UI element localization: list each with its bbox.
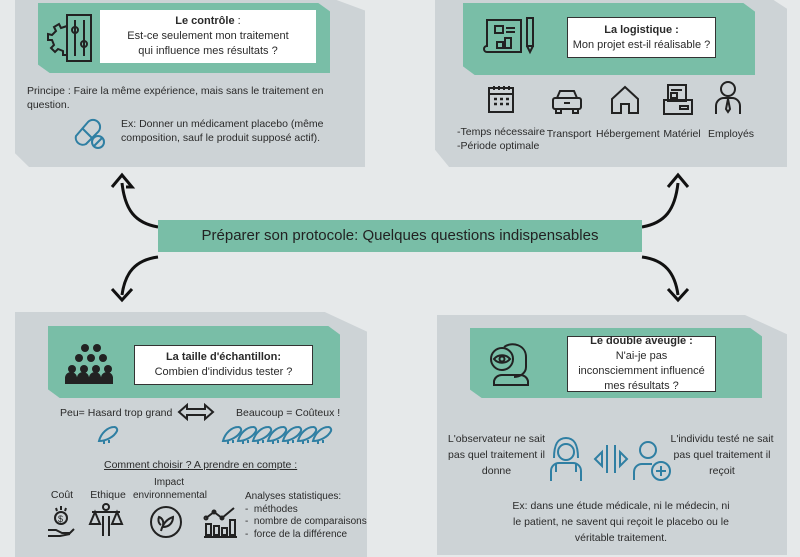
observer-text: L'observateur ne sait pas quel traitemen… xyxy=(447,433,546,477)
blueprint-icon xyxy=(483,14,535,56)
arrow-top-right xyxy=(641,182,680,229)
arrow-bottom-left xyxy=(120,255,159,296)
stats-title: Analyses statistiques: xyxy=(245,491,342,502)
logistique-label-temps: -Temps nécessaire xyxy=(457,126,546,138)
criterion-cout: Coût xyxy=(50,489,74,501)
doctor-icon xyxy=(548,436,584,482)
stats-item-text: force de la différence xyxy=(253,528,348,540)
controle-title: Le contrôle xyxy=(175,15,235,27)
leaf-circle-icon xyxy=(149,505,183,539)
patient-plus-icon xyxy=(632,438,672,482)
logistique-label-employes: Employés xyxy=(707,128,755,140)
controle-question: Est-ce seulement mon traitement qui infl… xyxy=(127,30,289,57)
eye-observer-icon xyxy=(488,341,534,387)
echantillon-title: La taille d'échantillon: xyxy=(165,351,282,363)
house-icon xyxy=(609,84,641,116)
echantillon-question: Combien d'individus tester ? xyxy=(154,366,293,378)
controle-example: Ex: Donner un médicament placebo (même c… xyxy=(121,118,324,144)
money-hand-icon: $ xyxy=(46,504,76,538)
aveugle-question: N'ai-je pas inconsciemment influencé mes… xyxy=(578,350,705,392)
employee-icon xyxy=(713,80,743,116)
choose-heading: Comment choisir ? A prendre en compte : xyxy=(104,459,298,471)
beaucoup-text: Beaucoup = Coûteux ! xyxy=(236,407,341,419)
bird-flock-icon xyxy=(220,423,338,445)
separator-arrows-icon xyxy=(592,442,630,476)
box-icon xyxy=(662,82,694,116)
car-icon xyxy=(550,88,584,116)
stats-chart-icon xyxy=(203,506,237,538)
logistique-label-materiel: Matériel xyxy=(663,128,701,140)
logistique-title: La logistique : xyxy=(604,23,679,36)
aveugle-example: Ex: dans une étude médicale, ni le médec… xyxy=(512,500,730,544)
stats-item: - nombre de comparaisons xyxy=(245,516,367,527)
stats-item: - méthodes xyxy=(245,503,298,515)
logistique-label-hebergement: Hébergement xyxy=(596,128,660,140)
logistique-question-box: La logistique : Mon projet est-il réalis… xyxy=(567,17,716,58)
aveugle-question-box: Le double aveugle : N'ai-je pas inconsci… xyxy=(567,335,716,392)
arrow-top-left xyxy=(120,182,159,229)
peu-text: Peu= Hasard trop grand xyxy=(60,407,173,419)
stats-item-text: méthodes xyxy=(253,503,298,515)
logistique-question: Mon projet est-il réalisable ? xyxy=(572,38,711,51)
controle-question-box: Le contrôle : Est-ce seulement mon trait… xyxy=(100,10,316,63)
pill-icon xyxy=(70,114,108,150)
logistique-label-periode: -Période optimale xyxy=(457,140,540,152)
controle-principe: Principe : Faire la même expérience, mai… xyxy=(27,85,324,111)
stats-item: - force de la différence xyxy=(245,528,348,540)
calendar-icon xyxy=(486,83,518,115)
criterion-ethique: Ethique xyxy=(90,489,126,501)
criterion-impact: Impact environnemental xyxy=(133,477,207,501)
stats-item-text: nombre de comparaisons xyxy=(253,516,367,527)
arrow-bottom-right xyxy=(641,255,680,296)
aveugle-title: Le double aveugle : xyxy=(590,335,693,347)
double-arrow-icon xyxy=(177,403,215,421)
echantillon-question-box: La taille d'échantillon: Combien d'indiv… xyxy=(134,345,313,385)
stats-block: Analyses statistiques: - méthodes - nomb… xyxy=(245,491,367,541)
bird-icon xyxy=(96,423,120,445)
controle-title-suffix: : xyxy=(234,15,241,27)
settings-sliders-icon xyxy=(45,12,95,64)
subject-text: L'individu testé ne sait pas quel traite… xyxy=(670,433,774,477)
group-people-icon xyxy=(63,342,119,384)
logistique-label-transport: Transport xyxy=(546,128,592,140)
scales-icon xyxy=(88,502,124,538)
svg-text:$: $ xyxy=(58,514,63,524)
center-title: Préparer son protocole: Quelques questio… xyxy=(158,220,642,252)
logistique-item-temps: -Temps nécessaire -Période optimale xyxy=(457,125,547,153)
connector-arrows xyxy=(110,172,690,303)
